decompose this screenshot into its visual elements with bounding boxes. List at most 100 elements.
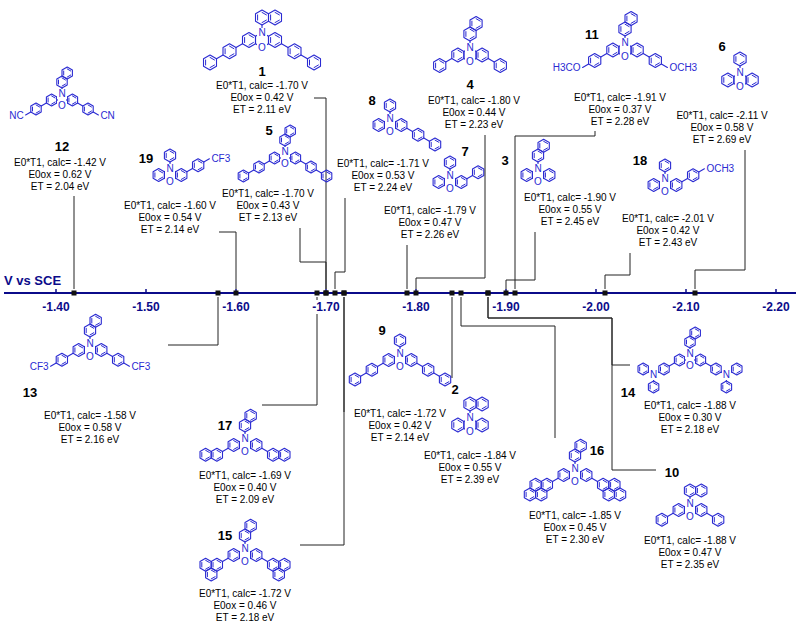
double-bond (275, 12, 279, 15)
double-bond (275, 160, 279, 162)
energy-value: E0*T1, calc= -1.60 V (124, 200, 216, 212)
ring (83, 103, 93, 115)
double-bond (295, 154, 299, 156)
ring (288, 44, 301, 59)
double-bond (500, 68, 504, 70)
double-bond (651, 58, 652, 63)
double-bond (603, 480, 607, 482)
ring (473, 166, 484, 179)
ring (656, 513, 667, 526)
atom-label: N (649, 370, 658, 380)
double-bond (255, 165, 256, 169)
ring (423, 363, 434, 376)
double-bond (52, 102, 56, 104)
double-bond (279, 570, 283, 572)
double-bond (654, 389, 658, 391)
double-bond (752, 82, 756, 84)
ring (193, 159, 204, 172)
energy-value: E0ox = 0.47 V (398, 217, 461, 229)
double-bond (658, 518, 659, 523)
double-bond (482, 427, 486, 429)
atom-label: N (257, 28, 266, 38)
bond-line (107, 353, 113, 356)
double-bond (79, 352, 83, 354)
double-bond (478, 168, 482, 170)
double-bond (244, 38, 245, 43)
double-bond (68, 98, 69, 102)
atom-label: N (240, 434, 249, 444)
double-bond (414, 133, 415, 138)
double-bond (407, 358, 408, 362)
atom-label: N (280, 147, 289, 157)
double-bond (234, 551, 238, 553)
double-bond (281, 138, 282, 142)
double-bond (245, 428, 249, 430)
double-bond (608, 48, 609, 53)
double-bond (273, 450, 277, 452)
double-bond (620, 497, 624, 499)
double-bond (655, 63, 659, 65)
tick-label: -1.80 (401, 300, 430, 314)
double-bond (620, 490, 624, 492)
energy-value: ET = 2.13 eV (239, 212, 297, 224)
double-bond (701, 486, 705, 488)
double-bond (275, 35, 279, 38)
double-bond (445, 375, 449, 377)
double-bond (435, 147, 439, 149)
compound-number: 18 (633, 153, 647, 168)
double-bond (194, 163, 195, 168)
compound-number: 10 (665, 465, 679, 480)
double-bond (396, 338, 397, 342)
double-bond (581, 441, 585, 443)
compound-number: 7 (461, 144, 468, 159)
double-bond (620, 27, 621, 32)
bond-line (467, 176, 473, 179)
atom-label: N (533, 164, 542, 174)
ring (434, 59, 446, 73)
double-bond (631, 21, 635, 23)
double-bond (547, 480, 551, 482)
energy-value: E0*T1, calc= -1.72 V (199, 588, 291, 600)
leader-line (74, 196, 75, 289)
double-bond (701, 512, 705, 514)
double-bond (714, 518, 715, 523)
double-bond (88, 105, 92, 107)
double-bond (400, 343, 404, 345)
double-bond (210, 65, 215, 68)
axis-title: V vs SCE (4, 273, 61, 288)
double-bond (482, 406, 486, 408)
double-bond (63, 71, 64, 75)
double-bond (752, 75, 756, 77)
ring (238, 170, 248, 182)
double-bond (549, 177, 553, 179)
energy-value: ET = 2.23 eV (445, 119, 503, 131)
double-bond (631, 14, 635, 16)
double-bond (159, 171, 163, 173)
double-bond (733, 367, 734, 371)
double-bond (680, 356, 684, 358)
double-bond (270, 15, 271, 20)
double-bond (327, 178, 331, 180)
axis-marker (504, 291, 509, 296)
leader-line (335, 198, 345, 289)
double-bond (654, 187, 658, 189)
double-bond (478, 175, 482, 177)
double-bond (474, 170, 475, 175)
double-bond (534, 153, 535, 157)
substituent-label: CF3 (30, 361, 49, 372)
energy-value: E0ox = 0.58 V (690, 122, 753, 134)
double-bond (695, 329, 699, 331)
ring (228, 549, 239, 562)
double-bond (470, 399, 474, 401)
axis-marker (342, 291, 347, 296)
atom-label: O (395, 362, 405, 372)
double-bond (613, 45, 617, 47)
double-bond (586, 477, 590, 479)
energy-value: E0*T1, calc= -1.79 V (384, 205, 476, 217)
compound-number: 2 (451, 382, 458, 397)
energy-value: E0*T1, calc= -1.70 V (216, 80, 308, 92)
double-bond (256, 447, 260, 449)
double-bond (273, 457, 277, 459)
atom-label: O (385, 127, 395, 137)
ring (464, 397, 476, 411)
